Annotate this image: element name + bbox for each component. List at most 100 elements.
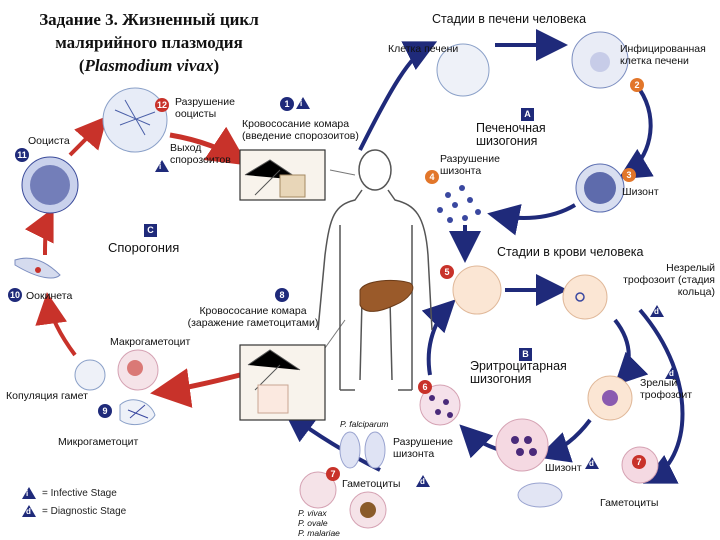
label-oocyst: Ооциста [28, 135, 70, 147]
step-badge-4: 4 [425, 170, 439, 184]
ring-trophozoite-cell [562, 274, 608, 320]
arrow-ookinete-to-oocyst [24, 207, 54, 256]
arrow-schizont-to-rupture-blood [459, 424, 501, 459]
label-p-ovale: P. ovale [298, 518, 328, 528]
infective-marker-letter: i [159, 162, 162, 171]
liver-cell [436, 43, 490, 97]
arrow-oocyst-rupture-to-bite [169, 126, 249, 166]
label-immature-trophozoite: Незрелый трофозоит (стадия кольца) [623, 262, 715, 298]
label-oocyst-rupture: Разрушение ооцисты [175, 96, 235, 120]
title-line-3: (Plasmodium vivax) [14, 54, 284, 77]
gamete-fusion-cell [74, 359, 106, 391]
species-list: P. vivax P. ovale P. malariae [298, 508, 340, 538]
title-scientific-name: Plasmodium vivax [84, 56, 214, 75]
step-badge-10: 10 [8, 288, 22, 302]
falciparum-gametocyte-female [339, 431, 361, 469]
label-mosquito-feed-1: Кровососание комара (введение спорозоито… [242, 118, 359, 142]
falciparum-gametocyte-male [364, 431, 386, 469]
diagnostic-marker-1-icon: d [650, 305, 664, 317]
infective-marker-letter: i [300, 99, 303, 108]
vivax-gametocyte-female [299, 471, 337, 509]
label-liver-schizont-rupture: Разрушение шизонта [440, 153, 500, 177]
diagnostic-marker-letter: d [420, 477, 425, 486]
arrow-oocyst-to-rupture [68, 115, 108, 157]
label-liver-cell: Клетка печени [388, 43, 459, 55]
title-line-2: малярийного плазмодия [55, 33, 243, 52]
legend-diagnostic-letter: d [26, 507, 31, 516]
step-badge-9: 9 [98, 404, 112, 418]
arrow-bite2-to-mosquito [150, 368, 241, 408]
legend-infective-icon: i [22, 487, 36, 499]
arrow-infected-to-schizont [618, 88, 654, 180]
legend-diagnostic-icon: d [22, 505, 36, 517]
blood-schizont-cell [495, 418, 549, 472]
diagnostic-marker-letter: d [669, 369, 674, 378]
step-badge-5: 5 [440, 265, 454, 279]
step-badge-7: 7 [632, 455, 646, 469]
infective-marker-2-icon: i [155, 160, 169, 172]
label-ookinete: Оокинета [26, 290, 73, 302]
label-p-falciparum: P. falciparum [340, 419, 389, 429]
legend-infective-label: = Infective Stage [42, 487, 117, 499]
label-sporozoite-release: Выход спорозоитов [170, 142, 231, 166]
legend: i = Infective Stage d = Diagnostic Stage [22, 487, 126, 517]
arrow-rupture-to-merozoite [421, 299, 456, 376]
arrow-bite-to-liver [358, 41, 438, 151]
title-paren-close: ) [213, 56, 220, 75]
infective-marker-1-icon: i [296, 97, 310, 109]
arrow-fusion-to-ookinete [35, 292, 77, 357]
merozoite-blood-cell [452, 265, 502, 315]
step-badge-11: 11 [15, 148, 29, 162]
legend-diagnostic: d = Diagnostic Stage [22, 505, 126, 517]
diagnostic-marker-3-icon: d [585, 457, 599, 469]
title-line-1: Задание 3. Жизненный цикл [39, 10, 259, 29]
label-macrogametocyte: Макрогаметоцит [110, 336, 191, 348]
gametocyte-cell-2 [517, 482, 563, 508]
header-erythrocytic-schizogony: Эритроцитарная шизогония [470, 359, 567, 386]
arrow-schizont-to-rupture [487, 203, 577, 236]
header-liver-stages: Стадии в печени человека [432, 12, 587, 26]
step-badge-3: 3 [622, 168, 636, 182]
header-liver-schizogony: Печеночная шизогония [476, 121, 546, 148]
label-p-malariae: P. malariae [298, 528, 340, 538]
label-microgametocyte: Микрогаметоцит [58, 436, 139, 448]
step-badge-2: 2 [630, 78, 644, 92]
label-infected-liver-cell: Инфицированная клетка печени [620, 43, 706, 67]
label-mature-trophozoite: Зрелый трофозоит [640, 377, 693, 401]
label-mosquito-feed-2: Кровососание комара (заражение гаметоцит… [187, 305, 319, 329]
diagnostic-marker-2-icon: d [665, 367, 679, 379]
arrow-ring-to-mature [613, 318, 649, 386]
liver-organ [359, 279, 414, 312]
arrow-mature-to-schizont [537, 418, 592, 463]
marker-A: A [521, 108, 534, 121]
legend-infective: i = Infective Stage [22, 487, 126, 499]
legend-infective-letter: i [26, 489, 29, 498]
diagnostic-marker-letter: d [589, 459, 594, 468]
label-blood-schizont: Шизонт [545, 462, 582, 474]
header-sporogony: Спорогония [108, 240, 180, 255]
label-p-vivax: P. vivax [298, 508, 327, 518]
step-badge-1: 1 [280, 97, 294, 111]
title-paren-open: ( [78, 56, 85, 75]
human-silhouette [317, 149, 433, 391]
step-badge-12: 12 [155, 98, 169, 112]
diagnostic-marker-letter: d [654, 307, 659, 316]
label-gametocytes: Гаметоциты [342, 478, 401, 490]
microgametocyte-cell [119, 399, 156, 426]
liver-schizont-rupture [437, 185, 481, 223]
diagnostic-marker-4-icon: d [416, 475, 430, 487]
step-badge-7b: 7 [326, 467, 340, 481]
legend-diagnostic-label: = Diagnostic Stage [42, 505, 127, 517]
marker-B: B [519, 348, 532, 361]
step-badge-8: 8 [275, 288, 289, 302]
label-gamete-fusion: Копуляция гамет [6, 390, 88, 402]
label-blood-schizont-rupture: Разрушение шизонта [393, 436, 453, 460]
oocyst-rupture-cell [102, 87, 168, 153]
header-blood-stages: Стадии в крови человека [497, 245, 644, 259]
label-liver-schizont: Шизонт [622, 186, 659, 198]
arrow-ring-to-gametocyte [638, 308, 685, 484]
step-badge-6: 6 [418, 380, 432, 394]
label-gametocytes-bottom: Гаметоциты [600, 497, 659, 509]
marker-C: C [144, 224, 157, 237]
